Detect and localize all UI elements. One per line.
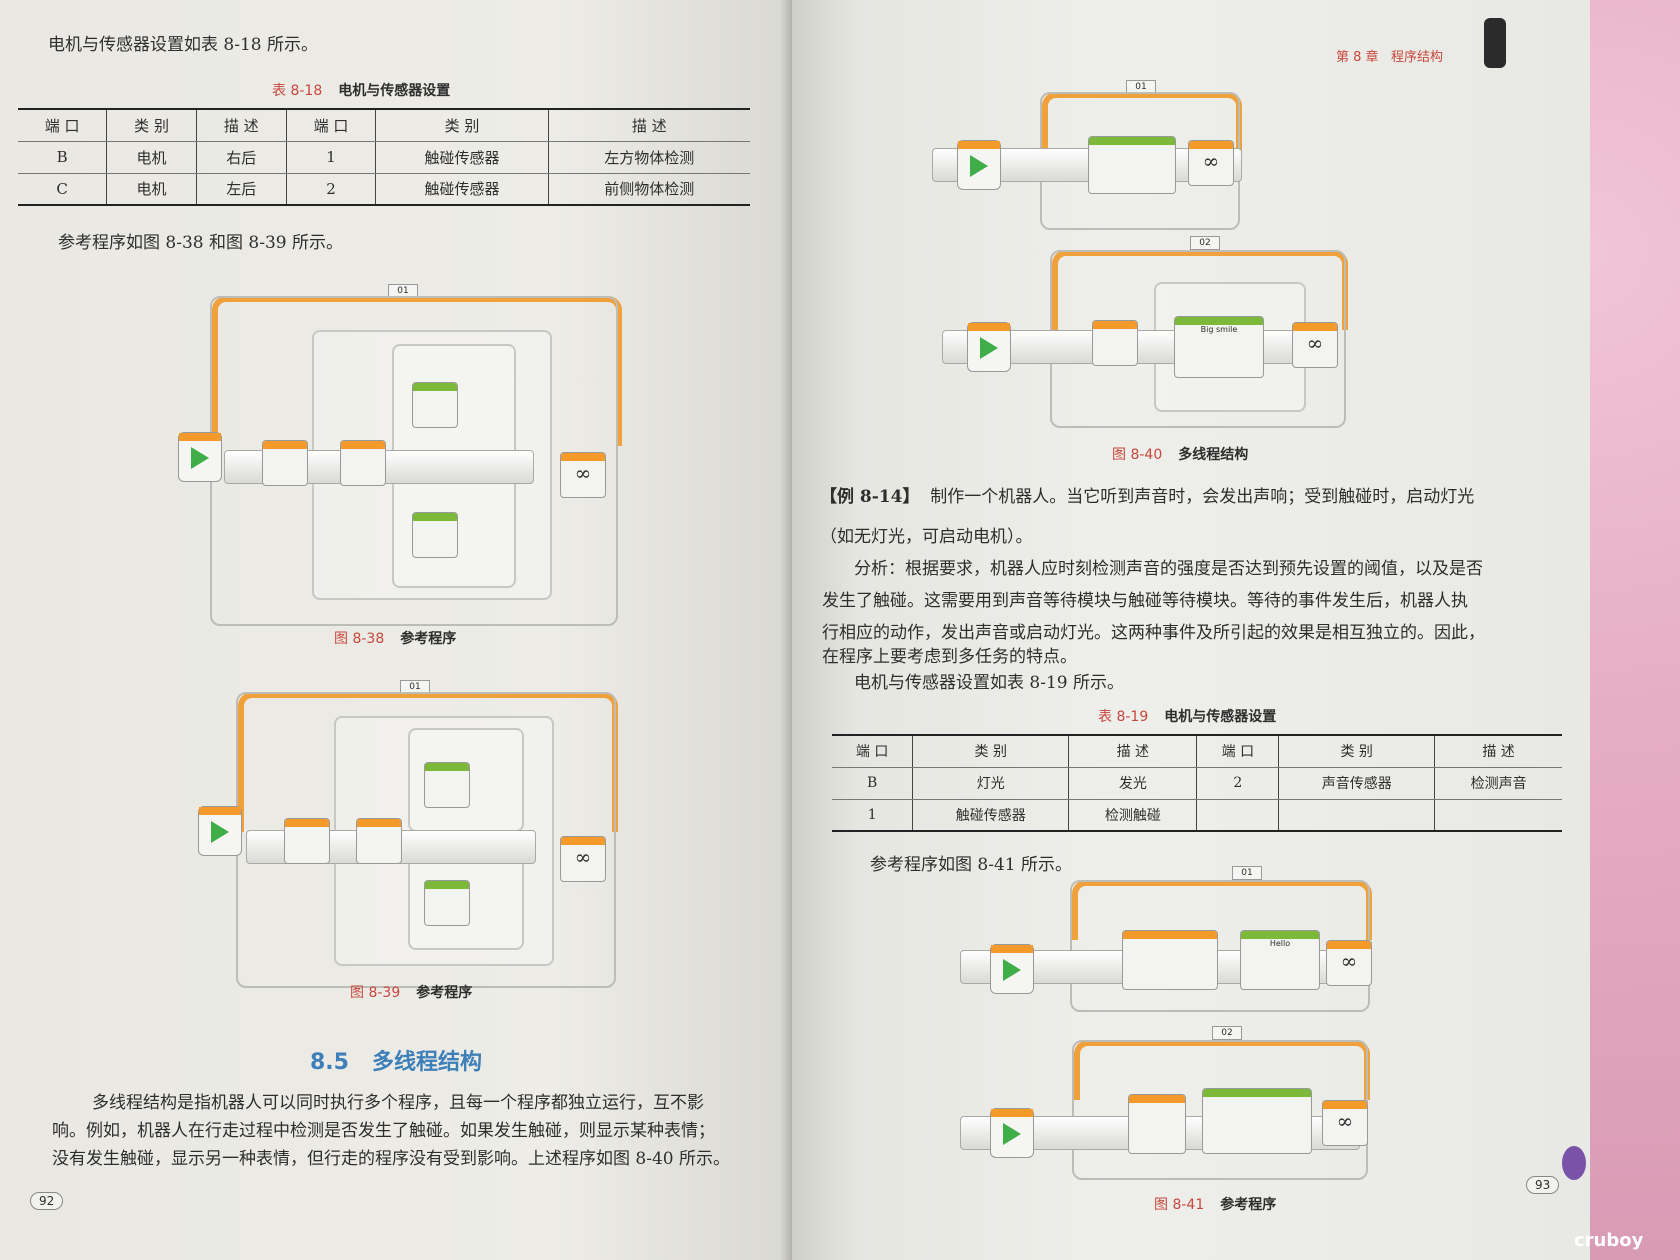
page-number: 93 xyxy=(1526,1176,1560,1194)
thread-tab: 02 xyxy=(1190,236,1220,250)
start-block[interactable] xyxy=(178,432,222,482)
loop-end-block[interactable]: ∞ xyxy=(1188,140,1234,186)
table-row: 1 触碰传感器 检测触碰 xyxy=(832,799,1562,832)
analysis-line: 分析：根据要求，机器人应时刻检测声音的强度是否达到预先设置的阈值，以及是否 xyxy=(854,559,1483,579)
table-header: 类 别 xyxy=(912,734,1069,768)
example-label: 【例 8-14】 xyxy=(820,487,920,507)
touch-wait-block[interactable] xyxy=(1128,1094,1186,1154)
para-line: 响。例如，机器人在行走过程中检测是否发生了触碰。如果发生触碰，则显示某种表情； xyxy=(52,1121,715,1141)
ref-text: 参考程序如图 8-38 和图 8-39 所示。 xyxy=(58,233,343,253)
play-icon xyxy=(1003,1123,1021,1145)
play-icon xyxy=(211,821,229,843)
start-block[interactable] xyxy=(967,322,1011,372)
touch-wait-block[interactable] xyxy=(1092,320,1138,366)
table-header: 端 口 xyxy=(285,108,376,142)
table-header: 类 别 xyxy=(375,108,549,142)
touch-wait-block[interactable] xyxy=(262,440,308,486)
robot-icon xyxy=(1484,18,1506,68)
example-line: （如无灯光，可启动电机）。 xyxy=(820,527,1033,547)
touch-wait-block[interactable] xyxy=(284,818,330,864)
move-block[interactable] xyxy=(412,382,458,428)
loop-end-block[interactable]: ∞ xyxy=(560,452,606,498)
chapter-header: 第 8 章 程序结构 xyxy=(1336,50,1443,65)
thread-tab: 01 xyxy=(1232,866,1262,880)
table-header: 描 述 xyxy=(1434,734,1562,768)
light-block[interactable] xyxy=(1202,1088,1312,1154)
ref-text-2: 参考程序如图 8-41 所示。 xyxy=(870,855,1072,875)
section-number: 8.5 xyxy=(310,1050,349,1075)
table-header: 描 述 xyxy=(1068,734,1197,768)
loop-wire xyxy=(212,296,622,446)
play-icon xyxy=(980,337,998,359)
mascot-icon xyxy=(1562,1146,1586,1180)
watermark: cruboy xyxy=(1574,1230,1644,1251)
table-header: 描 述 xyxy=(547,108,750,142)
play-icon xyxy=(191,447,209,469)
play-icon xyxy=(970,155,988,177)
start-block[interactable] xyxy=(198,806,242,856)
table-8-18: 端 口 类 别 描 述 端 口 类 别 描 述 B 电机 右后 1 触碰传感器 … xyxy=(18,108,750,206)
infinity-icon: ∞ xyxy=(1202,149,1220,173)
intro-text: 电机与传感器设置如表 8-18 所示。 xyxy=(48,35,318,55)
infinity-icon: ∞ xyxy=(574,461,592,485)
infinity-icon: ∞ xyxy=(1336,1109,1354,1133)
table-header: 端 口 xyxy=(1196,734,1279,768)
intro2-text: 电机与传感器设置如表 8-19 所示。 xyxy=(854,673,1124,693)
loop-end-block[interactable]: ∞ xyxy=(1292,322,1338,368)
start-block[interactable] xyxy=(990,1108,1034,1158)
start-block[interactable] xyxy=(990,944,1034,994)
page-number: 92 xyxy=(30,1192,64,1210)
para-line: 没有发生触碰，显示另一种表情，但行走的程序没有受到影响。上述程序如图 8-40 … xyxy=(52,1149,730,1169)
table-row: B 电机 右后 1 触碰传感器 左方物体检测 xyxy=(18,141,750,174)
table-header: 端 口 xyxy=(832,734,913,768)
sound-block[interactable]: Hello xyxy=(1240,930,1320,990)
analysis-line: 发生了触碰。这需要用到声音等待模块与触碰等待模块。等待的事件发生后，机器人执 xyxy=(822,591,1468,611)
table-header: 描 述 xyxy=(195,108,287,142)
loop-end-block[interactable]: ∞ xyxy=(1322,1100,1368,1146)
analysis-line: 行相应的动作，发出声音或启动灯光。这两种事件及所引起的效果是相互独立的。因此， xyxy=(822,623,1485,643)
infinity-icon: ∞ xyxy=(1306,331,1324,355)
thread-tab: 02 xyxy=(1212,1026,1242,1040)
infinity-icon: ∞ xyxy=(574,845,592,869)
loop-frame xyxy=(1070,880,1370,1012)
move-block[interactable] xyxy=(412,512,458,558)
example-line: 【例 8-14】 制作一个机器人。当它听到声音时，会发出声响；受到触碰时，启动灯… xyxy=(820,487,1475,507)
loop-end-block[interactable]: ∞ xyxy=(560,836,606,882)
section-title: 多线程结构 xyxy=(371,1050,482,1075)
display-block[interactable]: Big smile xyxy=(1174,316,1264,378)
play-icon xyxy=(1003,959,1021,981)
para-line: 多线程结构是指机器人可以同时执行多个程序，且每一个程序都独立运行，互不影 xyxy=(92,1093,704,1113)
table-row: B 灯光 发光 2 声音传感器 检测声音 xyxy=(832,767,1562,800)
section-heading: 8.5 多线程结构 xyxy=(310,1044,482,1076)
table-header: 类 别 xyxy=(1278,734,1435,768)
touch-wait-block[interactable] xyxy=(340,440,386,486)
analysis-line: 在程序上要考虑到多任务的特点。 xyxy=(822,647,1077,667)
table-header: 类 别 xyxy=(106,108,197,142)
move-block[interactable] xyxy=(424,880,470,926)
table-header: 端 口 xyxy=(18,108,107,142)
move-block[interactable] xyxy=(1088,136,1176,194)
table-8-19: 端 口 类 别 描 述 端 口 类 别 描 述 B 灯光 发光 2 声音传感器 … xyxy=(832,734,1562,832)
sound-wait-block[interactable] xyxy=(1122,930,1218,990)
table-row: C 电机 左后 2 触碰传感器 前侧物体检测 xyxy=(18,173,750,206)
touch-wait-block[interactable] xyxy=(356,818,402,864)
move-block[interactable] xyxy=(424,762,470,808)
infinity-icon: ∞ xyxy=(1340,949,1358,973)
start-block[interactable] xyxy=(957,140,1001,190)
loop-end-block[interactable]: ∞ xyxy=(1326,940,1372,986)
